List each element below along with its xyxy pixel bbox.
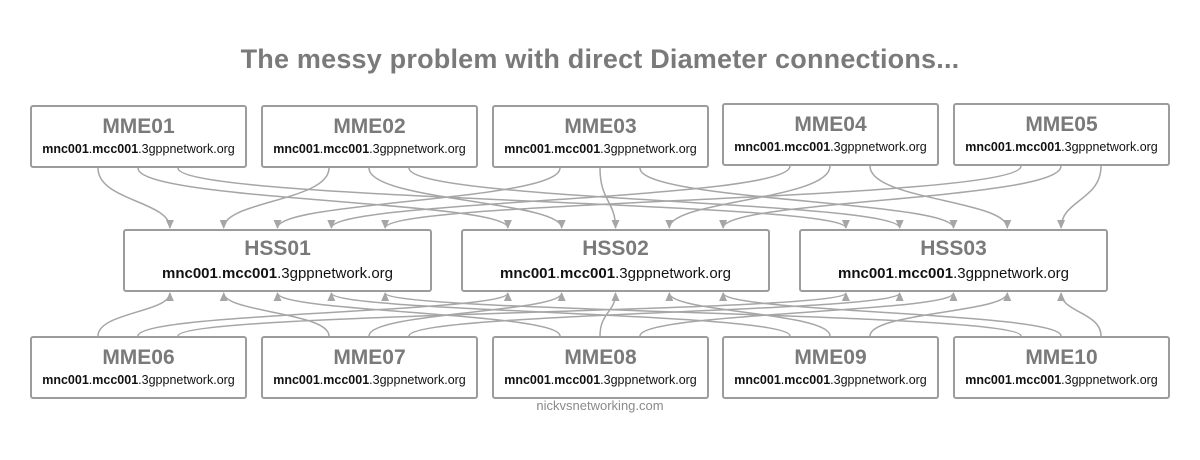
node-hss02: HSS02 mnc001.mcc001.3gppnetwork.org — [461, 229, 770, 292]
connection-mme-bottom-10-hss-1 — [381, 292, 1022, 337]
node-realm: mnc001.mcc001.3gppnetwork.org — [504, 142, 697, 156]
connection-mme-top-5-hss-2 — [719, 165, 1062, 229]
node-realm: mnc001.mcc001.3gppnetwork.org — [734, 140, 927, 154]
connection-mme-bottom-6-hss-1 — [97, 292, 174, 337]
diagram-title: The messy problem with direct Diameter c… — [240, 44, 960, 74]
node-name: MME09 — [794, 346, 867, 369]
node-realm: mnc001.mcc001.3gppnetwork.org — [42, 142, 235, 156]
node-name: MME07 — [333, 346, 406, 369]
connection-mme-bottom-7-hss-2 — [368, 292, 566, 337]
node-name: HSS02 — [582, 237, 649, 260]
connection-mme-top-2-hss-1 — [219, 167, 330, 229]
node-name: HSS03 — [920, 237, 987, 260]
node-name: MME04 — [794, 113, 867, 136]
node-realm: mnc001.mcc001.3gppnetwork.org — [273, 373, 466, 387]
node-realm: mnc001.mcc001.3gppnetwork.org — [273, 142, 466, 156]
node-mme05: MME05 mnc001.mcc001.3gppnetwork.org — [953, 103, 1170, 166]
node-name: MME05 — [1025, 113, 1098, 136]
node-name: MME01 — [102, 115, 175, 138]
node-realm: mnc001.mcc001.3gppnetwork.org — [837, 265, 1070, 282]
connection-mme-bottom-10-hss-2 — [719, 292, 1062, 337]
connection-mme-bottom-7-hss-1 — [219, 292, 330, 337]
node-hss03: HSS03 mnc001.mcc001.3gppnetwork.org — [799, 229, 1108, 292]
node-mme09: MME09 mnc001.mcc001.3gppnetwork.org — [722, 336, 939, 399]
connection-mme-bottom-9-hss-2 — [665, 292, 831, 337]
node-mme10: MME10 mnc001.mcc001.3gppnetwork.org — [953, 336, 1170, 399]
connection-mme-top-2-hss-3 — [408, 167, 904, 229]
node-mme03: MME03 mnc001.mcc001.3gppnetwork.org — [492, 105, 709, 168]
connection-mme-top-5-hss-3 — [1057, 165, 1102, 229]
node-realm: mnc001.mcc001.3gppnetwork.org — [42, 373, 235, 387]
node-realm: mnc001.mcc001.3gppnetwork.org — [499, 265, 732, 282]
node-mme01: MME01 mnc001.mcc001.3gppnetwork.org — [30, 105, 247, 168]
connection-mme-bottom-9-hss-1 — [327, 292, 791, 337]
connection-mme-bottom-8-hss-1 — [273, 292, 561, 337]
connection-mme-bottom-6-hss-2 — [137, 292, 512, 337]
connection-mme-bottom-9-hss-3 — [869, 292, 1012, 337]
connection-mme-bottom-8-hss-2 — [599, 292, 620, 337]
node-mme04: MME04 mnc001.mcc001.3gppnetwork.org — [722, 103, 939, 166]
node-realm: mnc001.mcc001.3gppnetwork.org — [734, 373, 927, 387]
connection-mme-bottom-10-hss-3 — [1057, 292, 1102, 337]
node-realm: mnc001.mcc001.3gppnetwork.org — [161, 265, 394, 282]
connection-mme-top-3-hss-2 — [599, 167, 620, 229]
connection-mme-top-1-hss-2 — [137, 167, 512, 229]
connection-mme-top-2-hss-2 — [368, 167, 566, 229]
node-name: HSS01 — [244, 237, 311, 260]
node-hss01: HSS01 mnc001.mcc001.3gppnetwork.org — [123, 229, 432, 292]
node-name: MME03 — [564, 115, 637, 138]
connection-mme-top-1-hss-3 — [177, 167, 850, 229]
node-realm: mnc001.mcc001.3gppnetwork.org — [504, 373, 697, 387]
node-name: MME08 — [564, 346, 637, 369]
connection-mme-top-1-hss-1 — [97, 167, 174, 229]
node-mme02: MME02 mnc001.mcc001.3gppnetwork.org — [261, 105, 478, 168]
connection-mme-bottom-8-hss-3 — [639, 292, 958, 337]
node-realm: mnc001.mcc001.3gppnetwork.org — [965, 373, 1158, 387]
connection-mme-top-3-hss-1 — [273, 167, 561, 229]
node-mme08: MME08 mnc001.mcc001.3gppnetwork.org — [492, 336, 709, 399]
node-name: MME10 — [1025, 346, 1098, 369]
connection-mme-top-4-hss-3 — [869, 165, 1012, 229]
connection-mme-bottom-6-hss-3 — [177, 292, 850, 337]
node-name: MME02 — [333, 115, 406, 138]
node-mme07: MME07 mnc001.mcc001.3gppnetwork.org — [261, 336, 478, 399]
connection-mme-top-4-hss-2 — [665, 165, 831, 229]
connection-mme-top-3-hss-3 — [639, 167, 958, 229]
footer-credit: nickvsnetworking.com — [536, 398, 664, 413]
node-realm: mnc001.mcc001.3gppnetwork.org — [965, 140, 1158, 154]
connection-mme-top-4-hss-1 — [327, 165, 791, 229]
connection-mme-top-5-hss-1 — [381, 165, 1022, 229]
node-mme06: MME06 mnc001.mcc001.3gppnetwork.org — [30, 336, 247, 399]
node-name: MME06 — [102, 346, 175, 369]
connection-mme-bottom-7-hss-3 — [408, 292, 904, 337]
